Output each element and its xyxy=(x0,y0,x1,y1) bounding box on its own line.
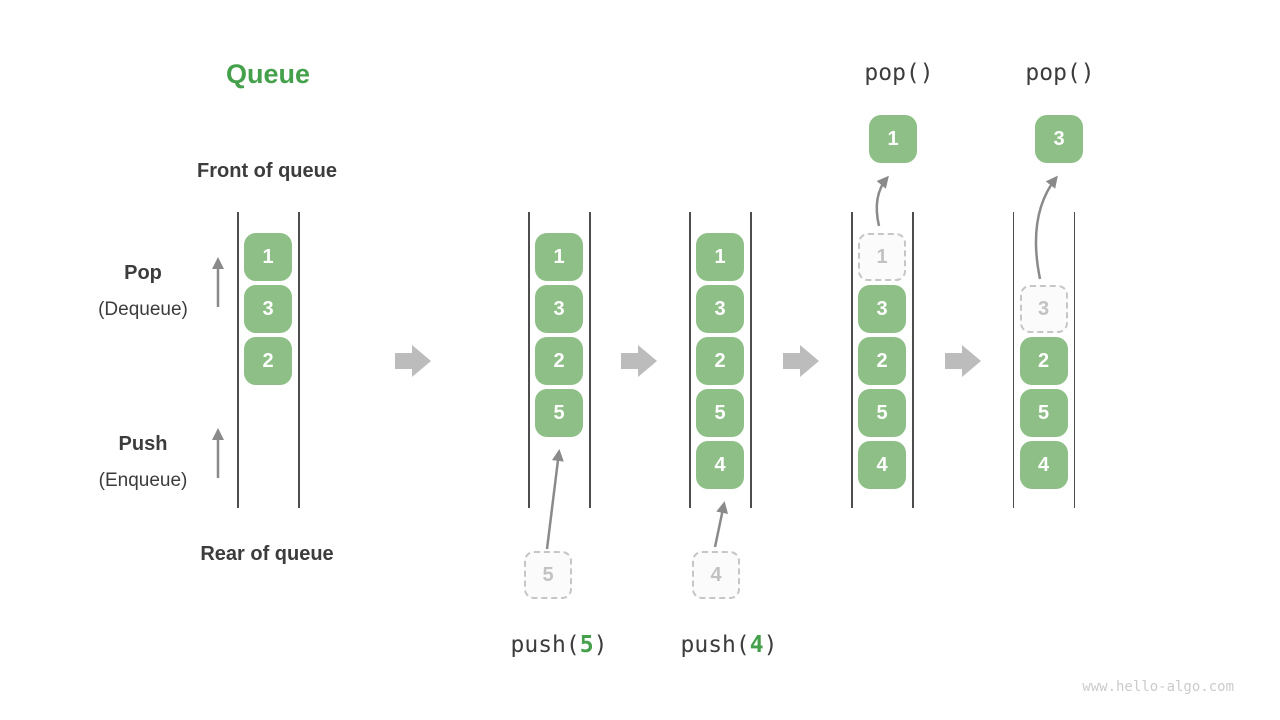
queue-wall-right xyxy=(298,212,300,508)
queue-cell: 4 xyxy=(1019,441,1068,489)
popped-cell: 1 xyxy=(869,115,917,163)
queue-cell-ghost: 3 xyxy=(1019,285,1068,333)
staged-push-cell: 5 xyxy=(524,551,572,599)
queue-cell: 3 xyxy=(858,285,906,333)
queue-cell: 5 xyxy=(858,389,906,437)
pop-operation-label: pop() xyxy=(864,60,934,86)
queue-cell: 5 xyxy=(696,389,744,437)
queue-wall-right xyxy=(912,212,914,508)
queue-cell: 2 xyxy=(1019,337,1068,385)
diagram-title: Queue xyxy=(225,59,311,89)
queue-cell: 4 xyxy=(858,441,906,489)
state-transition-arrow xyxy=(395,345,431,377)
watermark: www.hello-algo.com xyxy=(1082,679,1234,695)
queue-cell: 2 xyxy=(244,337,292,385)
queue-wall-left xyxy=(237,212,239,508)
queue-cell: 1 xyxy=(244,233,292,281)
dequeue-side-label: (Dequeue) xyxy=(98,299,188,320)
state-transition-arrow xyxy=(783,345,819,377)
queue-wall-left xyxy=(689,212,691,508)
rear-of-queue-label: Rear of queue xyxy=(200,543,334,565)
push-argument: 4 xyxy=(749,632,764,658)
queue-wall-right xyxy=(1073,212,1075,508)
popped-cell: 3 xyxy=(1035,115,1083,163)
enqueue-side-label: (Enqueue) xyxy=(98,470,188,491)
queue-cell: 3 xyxy=(535,285,583,333)
queue-cell: 2 xyxy=(535,337,583,385)
queue-cell: 4 xyxy=(696,441,744,489)
queue-cell: 1 xyxy=(535,233,583,281)
push-operation-label: push(4) xyxy=(680,632,778,658)
queue-cell: 2 xyxy=(696,337,744,385)
push-argument: 5 xyxy=(579,632,594,658)
pop-arrow xyxy=(875,175,889,227)
queue-cell-ghost: 1 xyxy=(858,233,906,281)
pop-operation-label: pop() xyxy=(1025,60,1095,86)
queue-cell: 3 xyxy=(244,285,292,333)
queue-wall-left xyxy=(851,212,853,508)
push-side-label: Push xyxy=(118,433,168,455)
push-operation-label: push(5) xyxy=(510,632,608,658)
push-arrow xyxy=(713,501,729,548)
queue-wall-right xyxy=(589,212,591,508)
queue-cell: 5 xyxy=(1019,389,1068,437)
queue-cell: 2 xyxy=(858,337,906,385)
state-transition-arrow xyxy=(621,345,657,377)
queue-cell: 5 xyxy=(535,389,583,437)
push-arrow xyxy=(545,449,564,550)
queue-wall-left xyxy=(528,212,530,508)
pop-arrow xyxy=(1034,175,1058,280)
queue-wall-left xyxy=(1012,212,1014,508)
queue-cell: 1 xyxy=(696,233,744,281)
queue-wall-right xyxy=(750,212,752,508)
front-of-queue-label: Front of queue xyxy=(197,160,337,182)
staged-push-cell: 4 xyxy=(692,551,740,599)
state-transition-arrow xyxy=(945,345,981,377)
queue-cell: 3 xyxy=(696,285,744,333)
pop-side-label: Pop xyxy=(124,262,162,284)
